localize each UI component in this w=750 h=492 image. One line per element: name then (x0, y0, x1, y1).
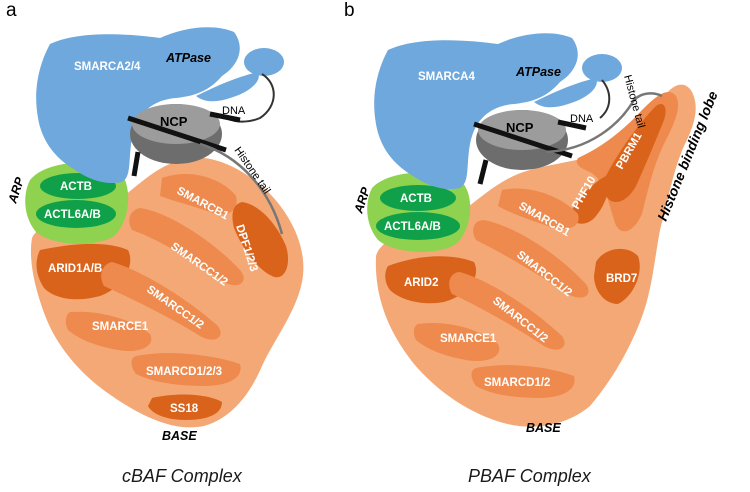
label-actl6-b: ACTL6A/B (384, 221, 441, 233)
histone-tail-a (199, 142, 284, 235)
label-ncp-b: NCP (506, 120, 534, 135)
brd7-lobe-b (594, 248, 640, 304)
smarcd-lobe-a (131, 353, 241, 386)
phf10-lobe-b (572, 176, 609, 224)
caption-a: cBAF Complex (122, 466, 243, 486)
linker-b (599, 79, 611, 119)
label-arid2-b: ARID2 (404, 277, 439, 289)
ncp-top-b (478, 110, 566, 150)
atpase-knob-b (582, 54, 622, 82)
smarcc-b2-lobe (449, 272, 565, 350)
label-histone-tail-b: Histone tail (621, 74, 647, 130)
dna-end-a2 (131, 151, 141, 177)
label-atpase-b: ATPase (515, 65, 561, 79)
smarcc-b1-lobe (473, 220, 589, 298)
panel-letter-a: a (6, 0, 17, 21)
atpase-knob-a (244, 48, 284, 76)
actb-blob-b (380, 185, 456, 211)
smarcb1-lobe-b (498, 188, 579, 229)
atpase-module-a: SMARCA2/4 ATPase (36, 27, 284, 184)
atpase-body-b (374, 33, 578, 190)
ncp-top-a (132, 104, 220, 144)
dpf-lobe-a (232, 202, 289, 278)
panel-b: b SMARCB1 PHF10 PBRM1 ARID2 SMARCC1/2 SM… (344, 0, 721, 486)
label-arid1-a: ARID1A/B (48, 263, 102, 275)
label-smarca-b: SMARCA4 (418, 71, 475, 83)
label-brd7-b: BRD7 (606, 273, 637, 285)
label-actl6-a: ACTL6A/B (44, 209, 101, 221)
pbrm1-lobe-b (606, 103, 666, 202)
smarcb1-lobe-a (160, 174, 237, 215)
atpase-body-a (36, 27, 240, 184)
label-smarce1-b: SMARCE1 (440, 333, 497, 345)
atpase-module-b: SMARCA4 ATPase (374, 33, 622, 190)
label-smarce1-a: SMARCE1 (92, 321, 149, 333)
smarcc-a2-lobe (101, 262, 221, 340)
label-actb-a: ACTB (60, 181, 92, 193)
label-dna-a: DNA (222, 105, 246, 117)
caption-b: PBAF Complex (468, 466, 592, 486)
label-smarcd-a: SMARCD1/2/3 (146, 366, 222, 378)
actl6-blob-a (36, 200, 116, 228)
smarcd-lobe-b (471, 365, 575, 398)
actl6-blob-b (376, 212, 460, 240)
dna-end-a1 (209, 111, 241, 123)
dna-end-b2 (477, 159, 489, 185)
label-base-b: BASE (526, 421, 561, 435)
dna-end-b1 (557, 119, 587, 131)
panel-a: a SMARCB1 DPF1/2/3 ARID1A/B SMARCC1/2 SM… (5, 0, 304, 486)
arp-module-a: ACTB ACTL6A/B ARP (5, 162, 129, 244)
arp-module-b: ACTB ACTL6A/B ARP (351, 172, 471, 252)
label-ss18-a: SS18 (170, 403, 199, 415)
label-base-a: BASE (162, 429, 197, 443)
label-smarcd-b: SMARCD1/2 (484, 377, 550, 389)
atpase-arm-a (196, 72, 259, 102)
label-atpase-a: ATPase (165, 51, 211, 65)
label-dna-b: DNA (570, 113, 594, 125)
smarcc-a1-lobe (129, 208, 244, 286)
dna-line-a1 (127, 115, 227, 153)
label-ncp-a: NCP (160, 114, 188, 129)
panel-letter-b: b (344, 0, 355, 21)
label-actb-b: ACTB (400, 193, 432, 205)
smarce1-lobe-a (65, 311, 152, 352)
ss18-lobe-a (148, 394, 222, 420)
label-smarca-a: SMARCA2/4 (74, 61, 141, 73)
label-arp-a: ARP (5, 175, 27, 206)
smarce1-lobe-b (413, 322, 500, 362)
atpase-arm-b (534, 78, 597, 108)
histone-tail-b (545, 92, 663, 154)
